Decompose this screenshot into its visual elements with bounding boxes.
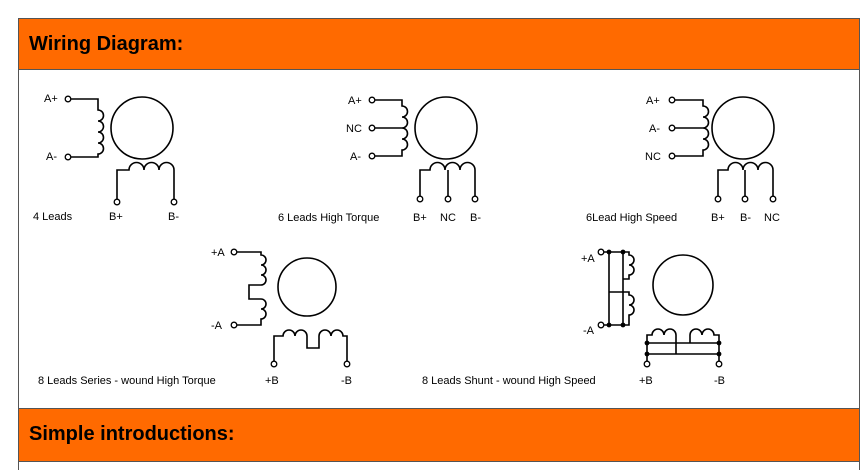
terminal-a-minus [668,124,676,132]
simple-introductions-header: Simple introductions: [18,408,860,462]
terminal-a-minus [230,321,238,329]
terminal-a-plus [64,95,72,103]
junction-dot [644,351,650,357]
motor-rotor-icon [110,96,174,160]
label-b-plus: +B [639,375,653,387]
label-b-plus: B+ [109,211,123,223]
label-b-minus: B- [740,212,751,224]
terminal-a-minus [597,321,605,329]
label-a-plus: A+ [348,95,362,107]
label-a-plus: +A [581,253,595,265]
terminal-a-minus [64,153,72,161]
wiring-diagram-header: Wiring Diagram: [18,18,860,70]
caption-6-leads-high-torque: 6 Leads High Torque [278,212,379,224]
terminal-nc [668,152,676,160]
coil-b2-icon [689,328,720,361]
coil-b1-icon [646,328,677,361]
label-a-minus: A- [649,123,660,135]
terminal-a-plus [668,96,676,104]
terminal-b-plus [113,198,121,206]
terminal-b-minus [343,360,351,368]
diagram-6-leads-high-torque: A+ NC A- B+ NC B- 6 Leads High Torque [278,95,481,224]
label-b-minus: -B [714,375,725,387]
terminal-b-plus [416,195,424,203]
label-b-plus: +B [265,375,279,387]
terminal-nc [368,124,376,132]
junction-dot [606,249,612,255]
label-nc: NC [645,151,661,163]
coil-a2-icon [603,291,635,326]
diagram-4-leads: A+ A- B+ B- 4 Leads [33,93,179,223]
label-a-plus: A+ [44,93,58,105]
coil-a1-icon [603,251,635,280]
junction-dot [606,322,612,328]
bottom-border [18,461,860,462]
terminal-a-plus [597,248,605,256]
label-b-plus: B+ [413,212,427,224]
junction-dot [716,351,722,357]
caption-8-leads-series: 8 Leads Series - wound High Torque [38,375,216,387]
coil-b-series-icon [273,329,348,361]
label-a-plus: +A [211,247,225,259]
motor-rotor-icon [277,257,337,317]
junction-dot [644,340,650,346]
coil-b-icon [419,161,476,196]
diagram-8-leads-series: +A -A +B -B 8 Leads Series - wound High … [38,247,352,387]
caption-8-leads-shunt: 8 Leads Shunt - wound High Speed [422,375,596,387]
motor-rotor-icon [711,96,775,160]
junction-dot [620,249,626,255]
motor-rotor-icon [414,96,478,160]
label-b-nc: NC [764,212,780,224]
terminal-b-plus [643,360,651,368]
label-a-minus: -A [211,320,223,332]
content-frame [18,18,860,470]
coil-a-icon [70,98,105,158]
coil-a-series-icon [236,251,267,326]
caption-4-leads: 4 Leads [33,211,73,223]
terminal-a-plus [230,248,238,256]
terminal-b-plus [270,360,278,368]
junction-dot [716,340,722,346]
diagram-6-lead-high-speed: A+ A- NC B+ B- NC 6Lead High Speed [586,95,780,224]
diagram-8-leads-shunt: +A -A +B -B 8 Leads Shunt - wound High S… [422,248,725,387]
label-a-plus: A+ [646,95,660,107]
terminal-b-minus [471,195,479,203]
label-nc: NC [346,123,362,135]
terminal-b-plus [714,195,722,203]
coil-b-icon [717,161,774,196]
label-b-nc: NC [440,212,456,224]
terminal-b-nc [769,195,777,203]
label-a-minus: A- [46,151,57,163]
terminal-b-minus [170,198,178,206]
junction-dot [620,322,626,328]
terminal-b-minus [741,195,749,203]
coil-b-icon [116,161,175,200]
terminal-a-plus [368,96,376,104]
terminal-b-nc [444,195,452,203]
terminal-b-minus [715,360,723,368]
label-b-minus: B- [470,212,481,224]
label-a-minus: A- [350,151,361,163]
label-a-minus: -A [583,325,595,337]
label-b-plus: B+ [711,212,725,224]
motor-rotor-icon [652,254,714,316]
label-b-minus: -B [341,375,352,387]
label-b-minus: B- [168,211,179,223]
terminal-a-minus [368,152,376,160]
caption-6-lead-high-speed: 6Lead High Speed [586,212,677,224]
